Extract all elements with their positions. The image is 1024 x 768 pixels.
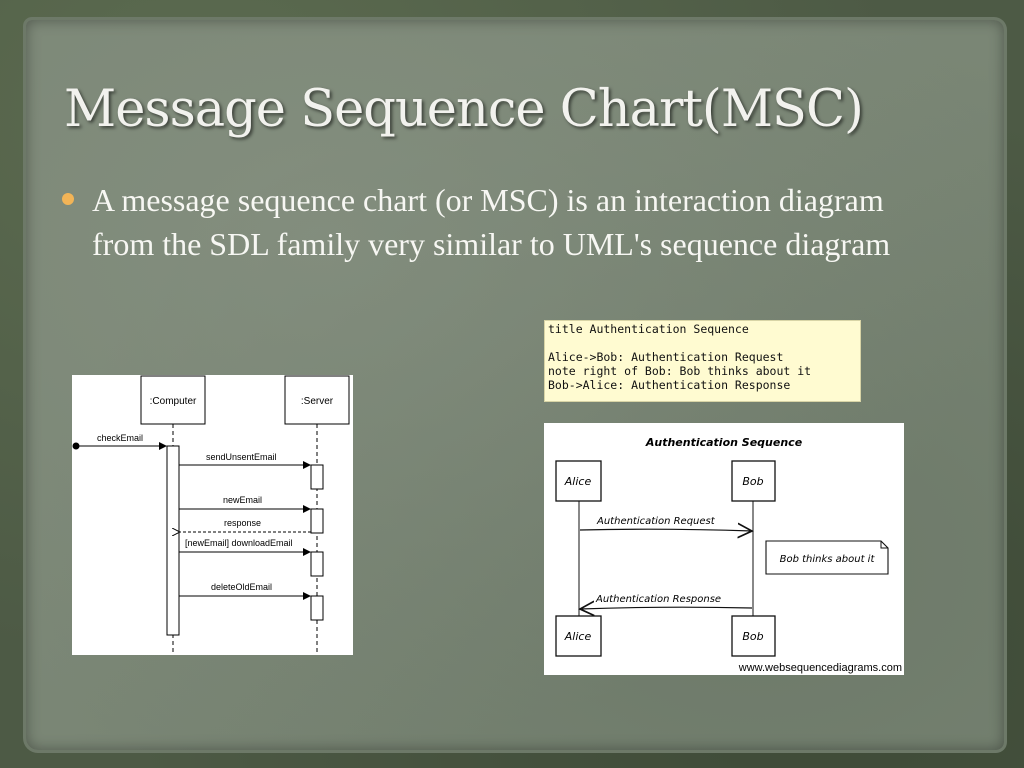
participant-bob-label: Bob: [742, 475, 763, 488]
message-label: newEmail: [223, 495, 262, 505]
bullet-text: A message sequence chart (or MSC) is an …: [92, 182, 891, 262]
wsd-sequence-svg: Authentication Sequence Alice Bob Authen…: [555, 436, 902, 674]
bullet-item: A message sequence chart (or MSC) is an …: [62, 178, 942, 266]
wsd-sequence-diagram: Authentication Sequence Alice Bob Authen…: [544, 423, 904, 675]
note-text: Bob thinks about it: [780, 554, 876, 565]
participant-bob-label: Bob: [742, 630, 763, 643]
participant-alice-label: Alice: [564, 630, 592, 643]
activation-server: [310, 464, 324, 490]
message-label: sendUnsentEmail: [206, 452, 277, 462]
note-fold: [880, 541, 888, 549]
participant-computer-label: :Computer: [150, 396, 197, 407]
participant-server-label: :Server: [301, 396, 334, 407]
code-snippet: title Authentication Sequence Alice->Bob…: [544, 320, 861, 402]
activation-server: [310, 508, 324, 534]
message-arrow: [580, 607, 753, 609]
note-box: [765, 540, 889, 575]
code-line: title Authentication Sequence: [548, 322, 749, 336]
uml-sequence-diagram: :Computer :Server checkEmail sendUnsentE…: [72, 375, 353, 655]
wsd-title: Authentication Sequence: [645, 436, 803, 449]
message-label: response: [224, 518, 261, 528]
participant-server-box: [284, 375, 350, 425]
code-line: Alice->Bob: Authentication Request: [548, 350, 784, 364]
uml-sequence-svg: :Computer :Server checkEmail sendUnsentE…: [72, 375, 350, 655]
message-label: checkEmail: [97, 433, 143, 443]
participant-alice-label: Alice: [564, 475, 592, 488]
participant-bob-top: [731, 460, 776, 502]
slide-title: Message Sequence Chart(MSC): [64, 80, 864, 139]
message-label: deleteOldEmail: [211, 582, 272, 592]
message-label: [newEmail] downloadEmail: [185, 538, 293, 548]
participant-alice-bottom: [555, 615, 602, 657]
participant-alice-top: [555, 460, 602, 502]
bullet-dot-icon: [62, 193, 74, 205]
activation-server: [310, 595, 324, 621]
code-line: Bob->Alice: Authentication Response: [548, 378, 791, 392]
activation-computer: [166, 445, 180, 636]
activation-server: [310, 551, 324, 577]
message-label: Authentication Response: [595, 594, 721, 605]
code-line: note right of Bob: Bob thinks about it: [548, 364, 812, 378]
footer-credit: www.websequencediagrams.com: [738, 662, 902, 674]
message-label: Authentication Request: [596, 516, 716, 527]
code-line: [548, 336, 857, 350]
participant-bob-bottom: [731, 615, 776, 657]
message-arrow: [579, 529, 752, 531]
